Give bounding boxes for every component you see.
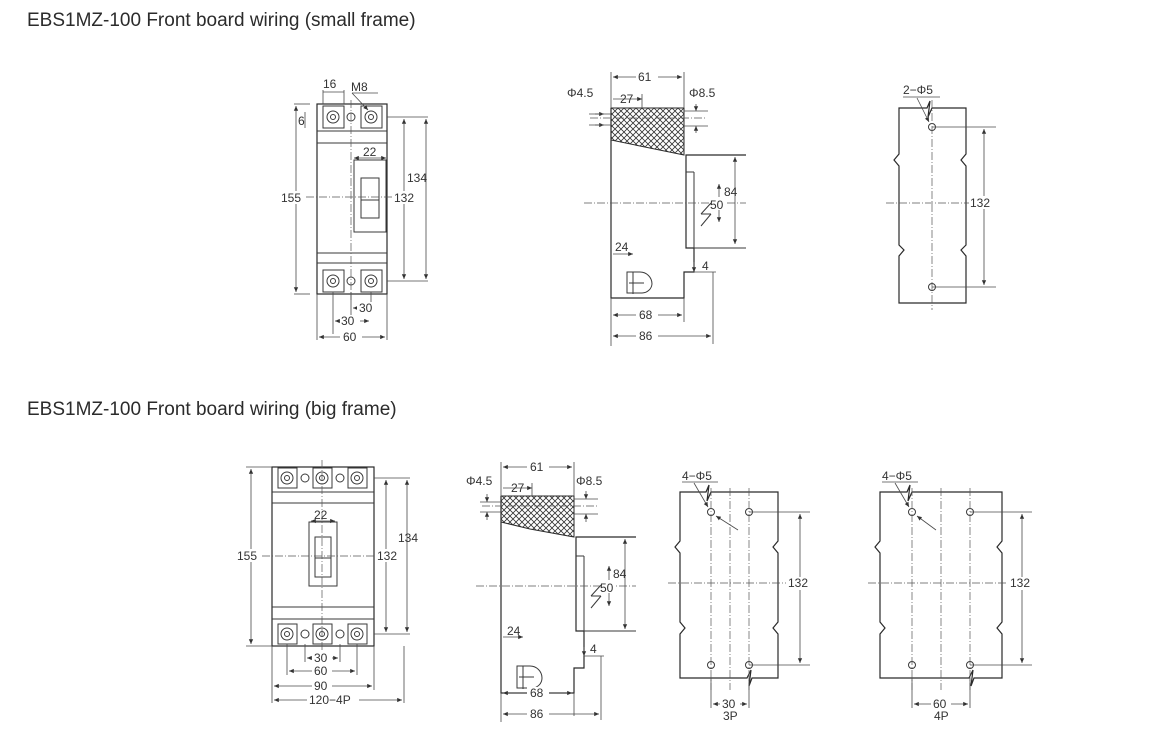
small-side-d61: 61: [638, 70, 652, 84]
small-front-d30a: 30: [359, 301, 373, 315]
big-front-d120: 120−4P: [309, 693, 351, 707]
small-front-d155: 155: [281, 191, 301, 205]
big-side-d84: 84: [613, 567, 627, 581]
big-front-d132: 132: [377, 549, 397, 563]
small-front-d132: 132: [394, 191, 414, 205]
big-4p-d60: 60: [933, 697, 947, 711]
big-side-d4: 4: [590, 642, 597, 656]
big-front-d30: 30: [314, 651, 328, 665]
big-side-d24: 24: [507, 624, 521, 638]
big-side-phi85: Φ8.5: [576, 474, 603, 488]
small-side-d68: 68: [639, 308, 653, 322]
big-side-d68: 68: [530, 686, 544, 700]
big-side-d86: 86: [530, 707, 544, 721]
small-front-view: 16 M8 6 22 155 134 132 30 30 60: [280, 77, 429, 344]
big-3p-d30: 30: [722, 697, 736, 711]
small-side-d84: 84: [724, 185, 738, 199]
big-front-d60: 60: [314, 664, 328, 678]
small-front-d22: 22: [363, 145, 377, 159]
small-side-phi85: Φ8.5: [689, 86, 716, 100]
big-3p-pole: 3P: [723, 709, 738, 723]
small-side-d27: 27: [620, 92, 634, 106]
big-4p-pole: 4P: [934, 709, 949, 723]
small-side-view: Φ4.5 27 61 Φ8.5 84 50 24 4 68 86: [567, 70, 746, 346]
section-title-small-frame: EBS1MZ-100 Front board wiring (small fra…: [27, 10, 416, 31]
big-3p-mounting-holes: 4−Φ5 132 30 3P: [668, 469, 812, 723]
big-front-d155: 155: [237, 549, 257, 563]
big-side-d61: 61: [530, 460, 544, 474]
big-side-phi45: Φ4.5: [466, 474, 493, 488]
big-4p-d132: 132: [1010, 576, 1030, 590]
big-4p-mounting-holes: 4−Φ5 132 60 4P: [868, 469, 1034, 723]
small-side-phi45: Φ4.5: [567, 86, 594, 100]
big-side-d27: 27: [511, 481, 525, 495]
small-mounting-holes: 2−Φ5 132: [886, 83, 996, 310]
small-side-d4: 4: [702, 259, 709, 273]
big-3p-label: 4−Φ5: [682, 469, 712, 483]
big-3p-d132: 132: [788, 576, 808, 590]
small-front-d30b: 30: [341, 314, 355, 328]
big-side-view: Φ4.5 27 61 Φ8.5 84 50 24 4 68 86: [466, 460, 636, 722]
small-side-d86: 86: [639, 329, 653, 343]
small-front-d134: 134: [407, 171, 427, 185]
big-front-d22: 22: [314, 508, 328, 522]
small-side-d50: 50: [710, 198, 724, 212]
big-front-view: 22 155 134 132 30 60 90 120−4P: [236, 460, 418, 707]
small-front-d16: 16: [323, 77, 337, 91]
small-side-d24: 24: [615, 240, 629, 254]
small-front-d60: 60: [343, 330, 357, 344]
small-holes-label: 2−Φ5: [903, 83, 933, 97]
big-front-d134: 134: [398, 531, 418, 545]
big-front-d90: 90: [314, 679, 328, 693]
small-front-m8: M8: [351, 80, 368, 94]
big-4p-label: 4−Φ5: [882, 469, 912, 483]
small-front-d6: 6: [298, 114, 305, 128]
small-holes-d132: 132: [970, 196, 990, 210]
section-title-big-frame: EBS1MZ-100 Front board wiring (big frame…: [27, 399, 397, 420]
big-side-d50: 50: [600, 581, 614, 595]
